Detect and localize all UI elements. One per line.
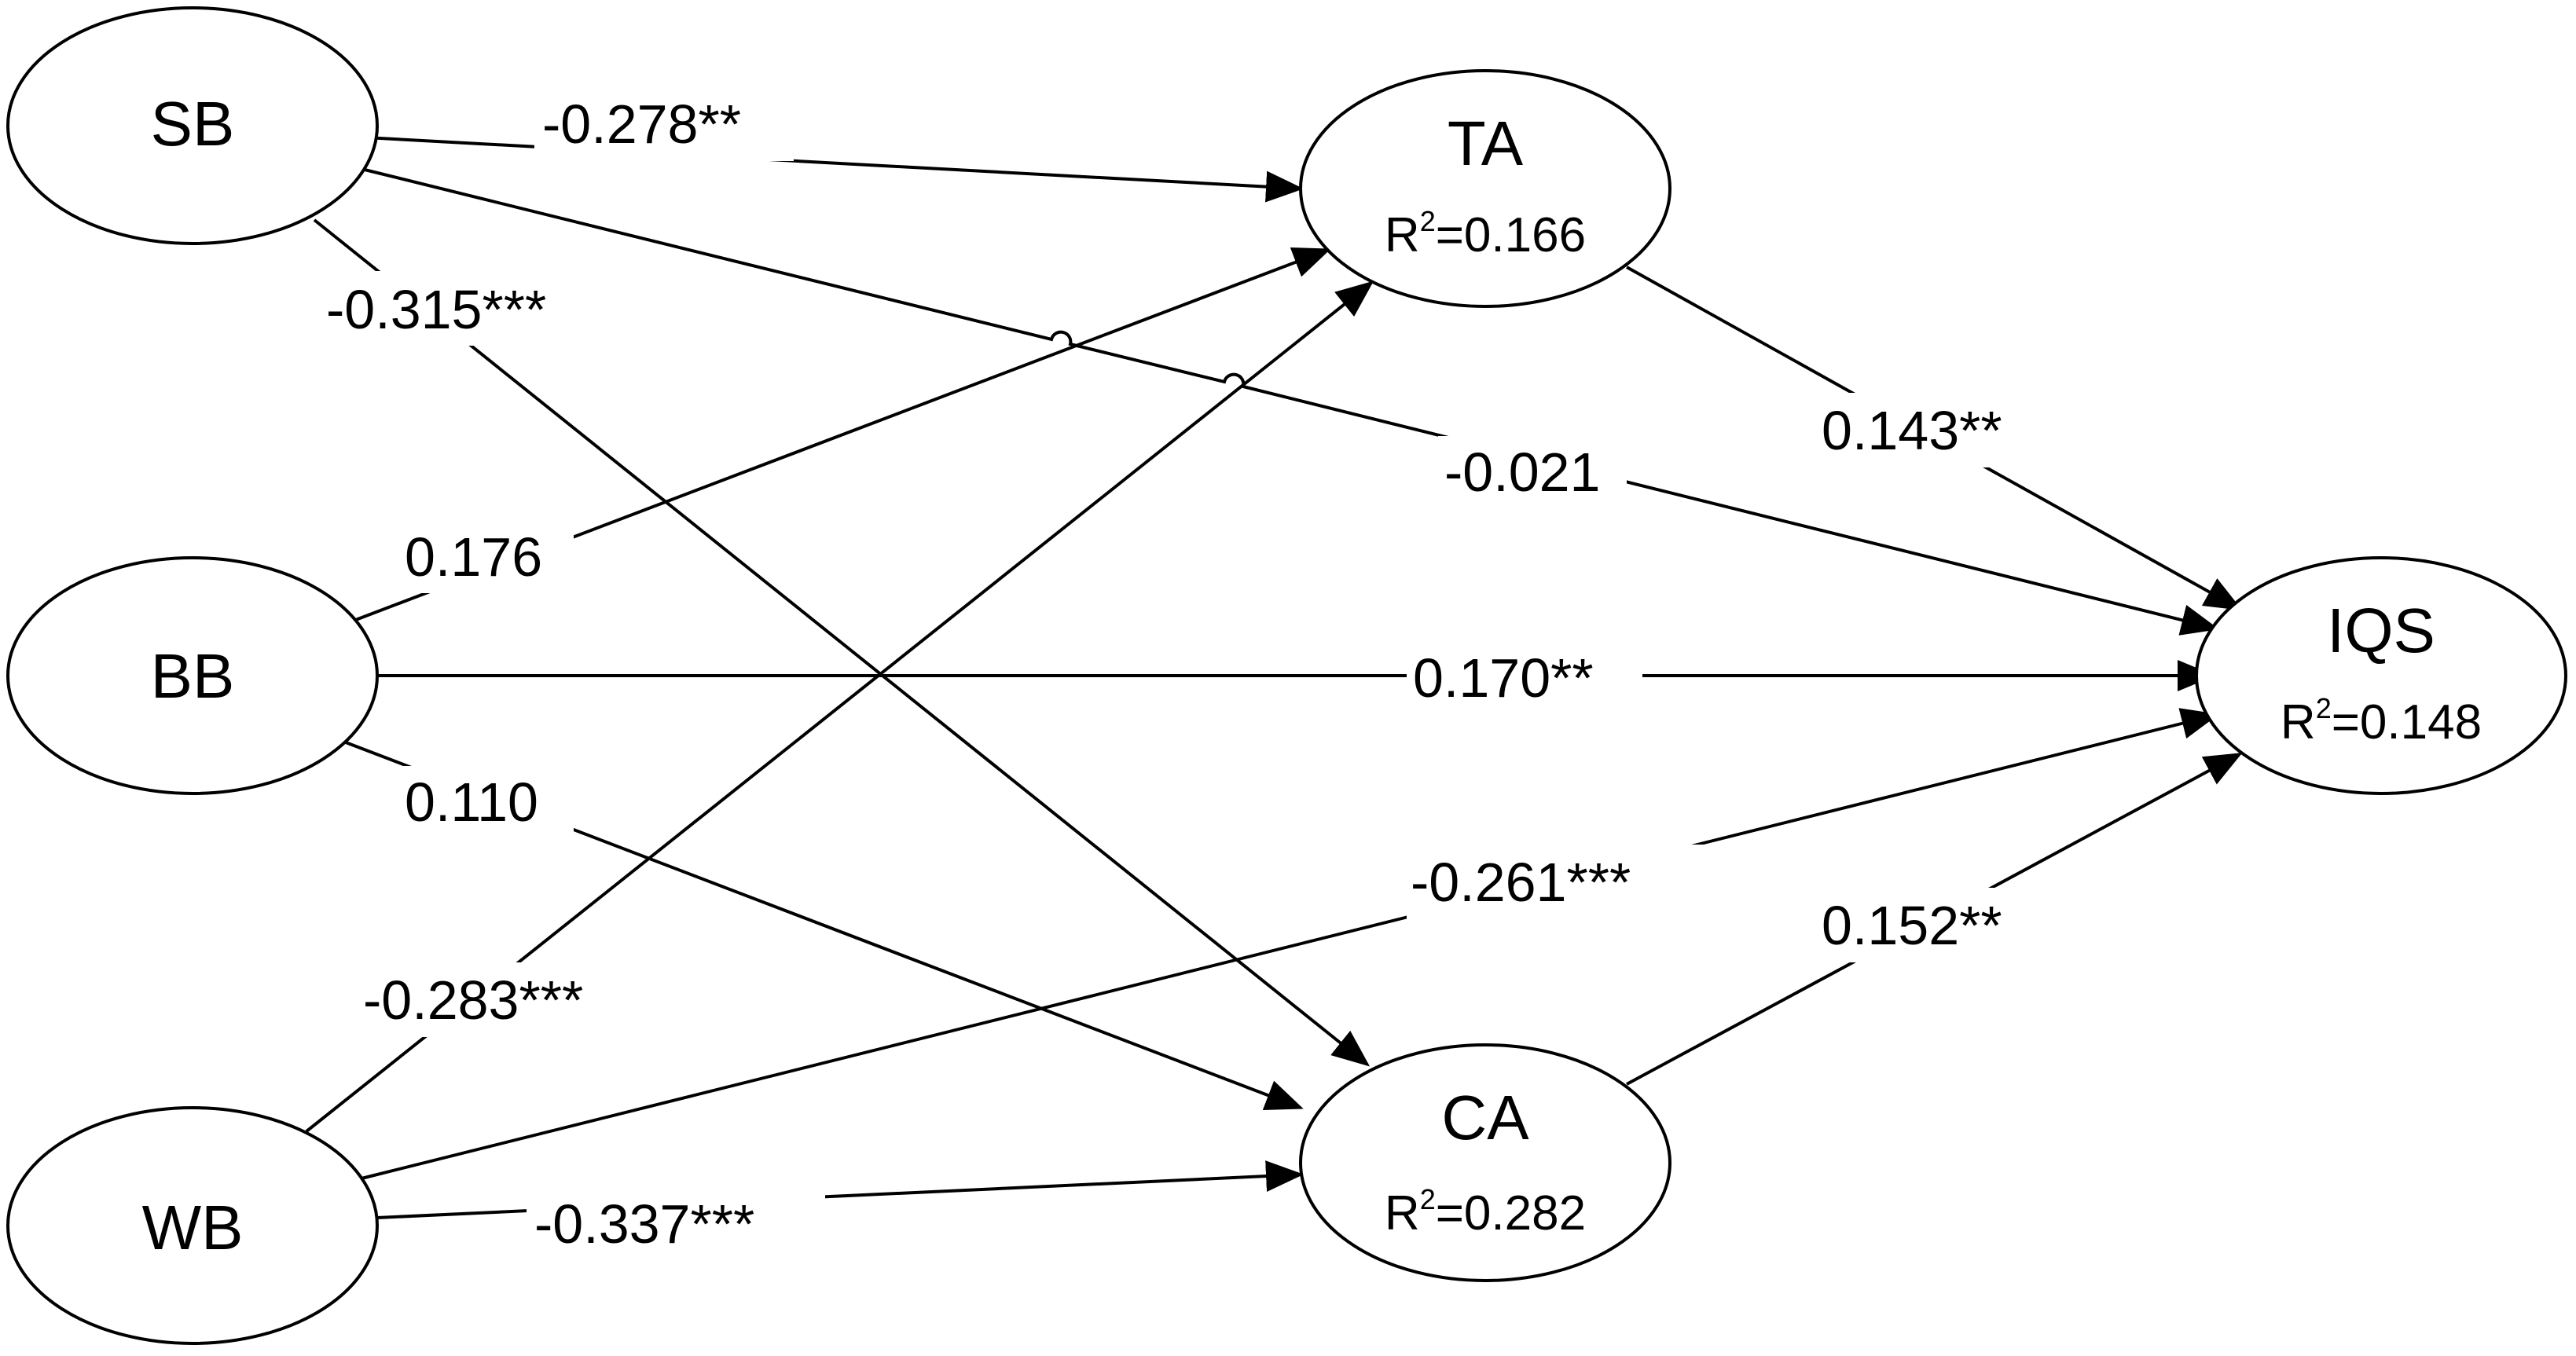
- node-sb-ellipse: [6, 6, 379, 245]
- edge-label-wb-ta: -0.283***: [363, 969, 583, 1031]
- edge-sb-ca: [313, 218, 1371, 1067]
- node-ta-ellipse: [1299, 69, 1671, 308]
- edge-label-bb-iqs: 0.170**: [1413, 647, 1594, 709]
- edge-label-backgrounds: [322, 90, 2059, 1261]
- node-wb: WB: [6, 1106, 379, 1345]
- node-sb: SB: [6, 6, 379, 245]
- node-bb-label: BB: [151, 641, 235, 711]
- node-wb-label: WB: [142, 1193, 244, 1263]
- node-iqs: IQS R2=0.148: [2195, 556, 2567, 795]
- edge-label-sb-ca: -0.315***: [326, 279, 546, 340]
- edge-wb-iqs: [361, 708, 2219, 1180]
- edge-wb-ca: [376, 1160, 1304, 1219]
- node-iqs-label: IQS: [2327, 596, 2435, 665]
- edge-label-bb-ca: 0.110: [405, 771, 538, 833]
- edge-label-wb-iqs: -0.261***: [1411, 852, 1631, 913]
- node-bb: BB: [6, 556, 379, 795]
- edge-label-ta-iqs: 0.143**: [1822, 400, 2002, 461]
- node-iqs-r2: R2=0.148: [2281, 692, 2482, 749]
- edge-label-bb-ta: 0.176: [405, 526, 542, 588]
- node-wb-ellipse: [6, 1106, 379, 1345]
- edge-label-sb-ta: -0.278**: [542, 93, 741, 155]
- node-ca: CA R2=0.282: [1299, 1043, 1671, 1282]
- node-bb-ellipse: [6, 556, 379, 795]
- edge-sb-iqs: [361, 167, 2219, 636]
- node-sb-label: SB: [151, 89, 235, 159]
- node-ta: TA R2=0.166: [1299, 69, 1671, 308]
- node-ta-r2: R2=0.166: [1385, 205, 1586, 262]
- node-ca-r2: R2=0.282: [1385, 1183, 1586, 1241]
- edge-label-ca-iqs: 0.152**: [1822, 895, 2002, 956]
- node-ca-label: CA: [1441, 1083, 1529, 1153]
- edge-labels: -0.278** -0.021 -0.315*** 0.176 0.170** …: [326, 93, 2002, 1255]
- node-iqs-ellipse: [2195, 556, 2567, 795]
- edge-sb-ta: [365, 136, 1304, 203]
- edge-label-wb-ca: -0.337***: [534, 1193, 754, 1255]
- node-ta-label: TA: [1448, 108, 1524, 178]
- node-ca-ellipse: [1299, 1043, 1671, 1282]
- edge-label-sb-iqs: -0.021: [1444, 442, 1600, 503]
